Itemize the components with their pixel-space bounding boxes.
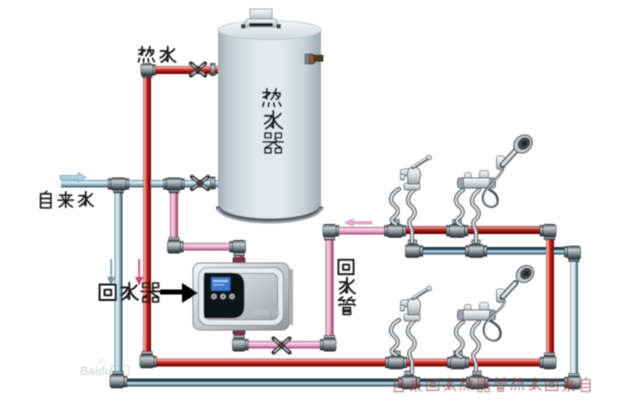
svg-text:Baidu: Baidu <box>80 366 112 378</box>
